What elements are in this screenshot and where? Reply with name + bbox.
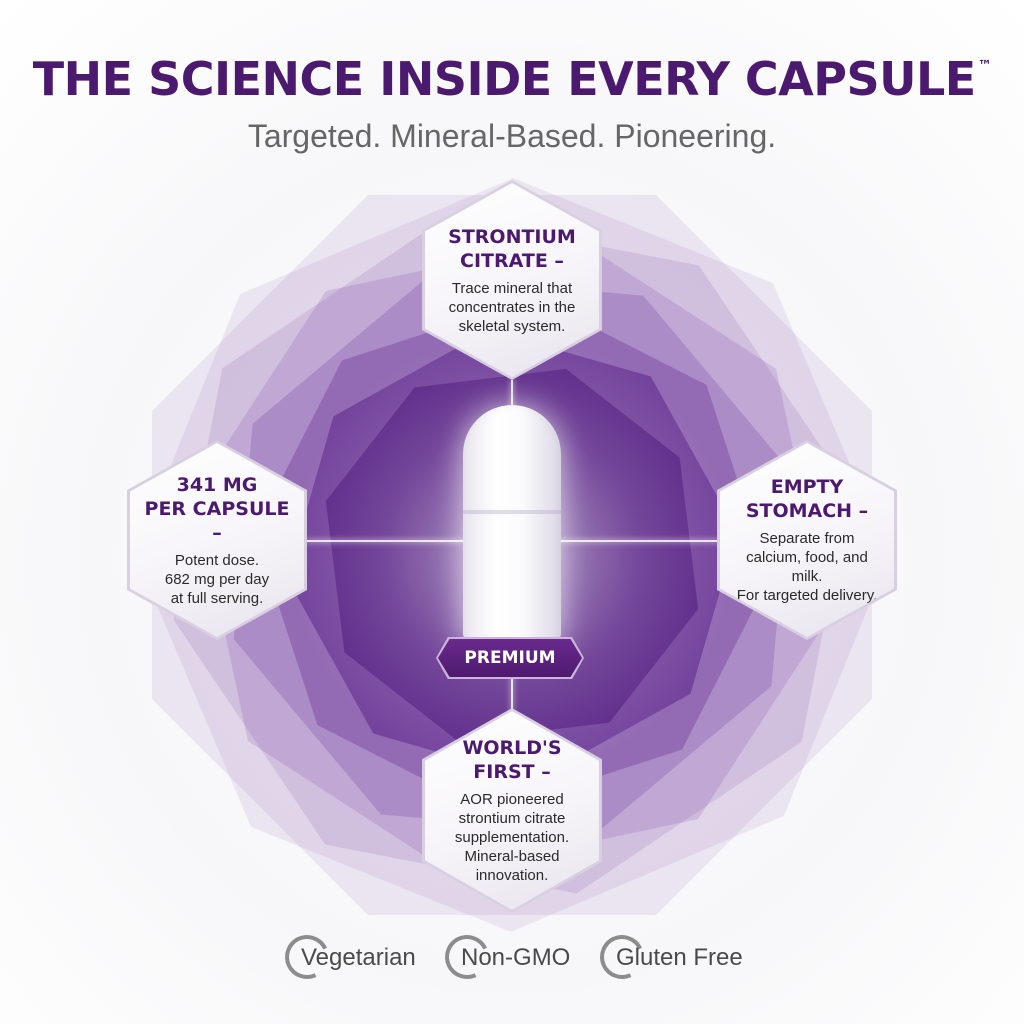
capsule-image <box>463 405 561 645</box>
headline-text: THE SCIENCE INSIDE EVERY CAPSULE <box>32 52 976 106</box>
feature-hex-empty-stomach: EMPTY STOMACH – Separate from calcium, f… <box>717 440 897 640</box>
feature-title: 341 MG PER CAPSULE – <box>144 473 290 544</box>
feature-title: EMPTY STOMACH – <box>745 476 869 522</box>
certification-label: Non-GMO <box>461 944 571 971</box>
feature-description: Trace mineral that concentrates in the s… <box>448 279 576 335</box>
hex-face: WORLD'S FIRST – AOR pioneered strontium … <box>425 711 599 910</box>
feature-title: STRONTIUM CITRATE – <box>448 225 576 272</box>
certification-vegetarian: Vegetarian <box>278 928 416 986</box>
premium-badge: PREMIUM <box>436 637 584 679</box>
premium-badge-label: PREMIUM <box>438 639 582 677</box>
tagline: Targeted. Mineral-Based. Pioneering. <box>247 118 777 154</box>
feature-hex-worlds-first: WORLD'S FIRST – AOR pioneered strontium … <box>422 708 602 913</box>
trademark-symbol: ™ <box>977 58 992 74</box>
feature-description: AOR pioneered strontium citrate suppleme… <box>454 791 570 884</box>
feature-description: Potent dose. 682 mg per day at full serv… <box>164 551 270 607</box>
certification-non-gmo: Non-GMO <box>438 928 571 986</box>
feature-description: Separate from calcium, food, and milk. F… <box>736 530 878 604</box>
feature-hex-dose: 341 MG PER CAPSULE – Potent dose. 682 mg… <box>127 440 307 640</box>
feature-title: WORLD'S FIRST – <box>462 737 562 783</box>
certification-label: Gluten Free <box>616 944 743 971</box>
capsule-seam <box>463 510 561 514</box>
certification-gluten-free: Gluten Free <box>593 928 743 986</box>
certification-label: Vegetarian <box>301 944 416 971</box>
